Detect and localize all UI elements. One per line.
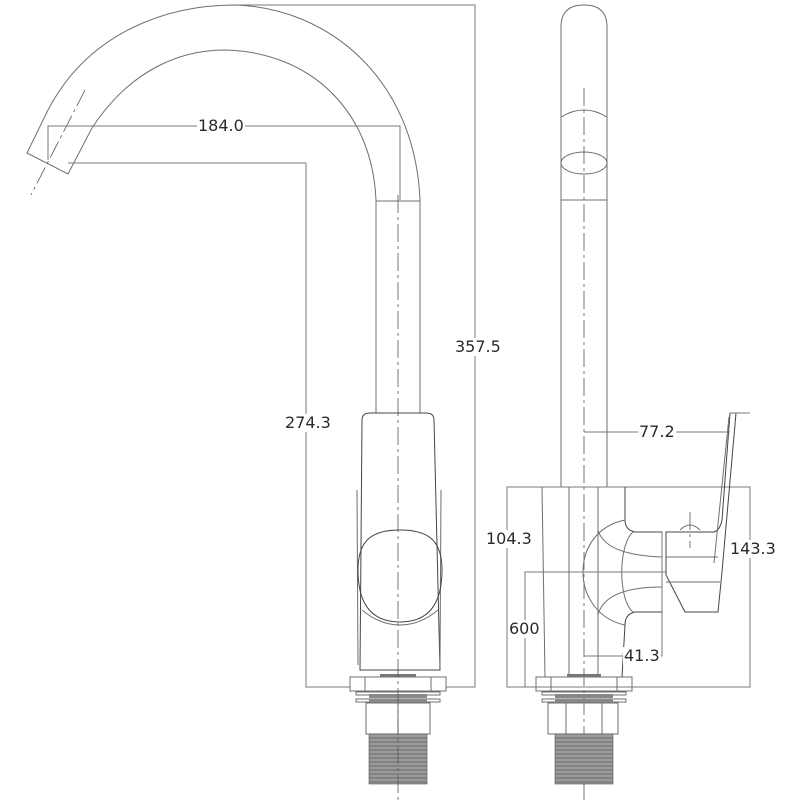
dim-spout-reach: 184.0 (197, 116, 245, 135)
dim-handle-height: 143.3 (729, 539, 777, 558)
side-thread (554, 733, 614, 785)
dim-spout-outlet-height: 274.3 (284, 413, 332, 432)
dim-handle-reach: 77.2 (638, 422, 676, 441)
dim-body-offset: 41.3 (623, 646, 661, 665)
dim-base-height: 600 (508, 619, 541, 638)
dim-total-height: 357.5 (454, 337, 502, 356)
side-view (506, 4, 751, 800)
front-view (26, 4, 476, 800)
dim-body-height: 104.3 (485, 529, 533, 548)
handle (665, 412, 737, 613)
